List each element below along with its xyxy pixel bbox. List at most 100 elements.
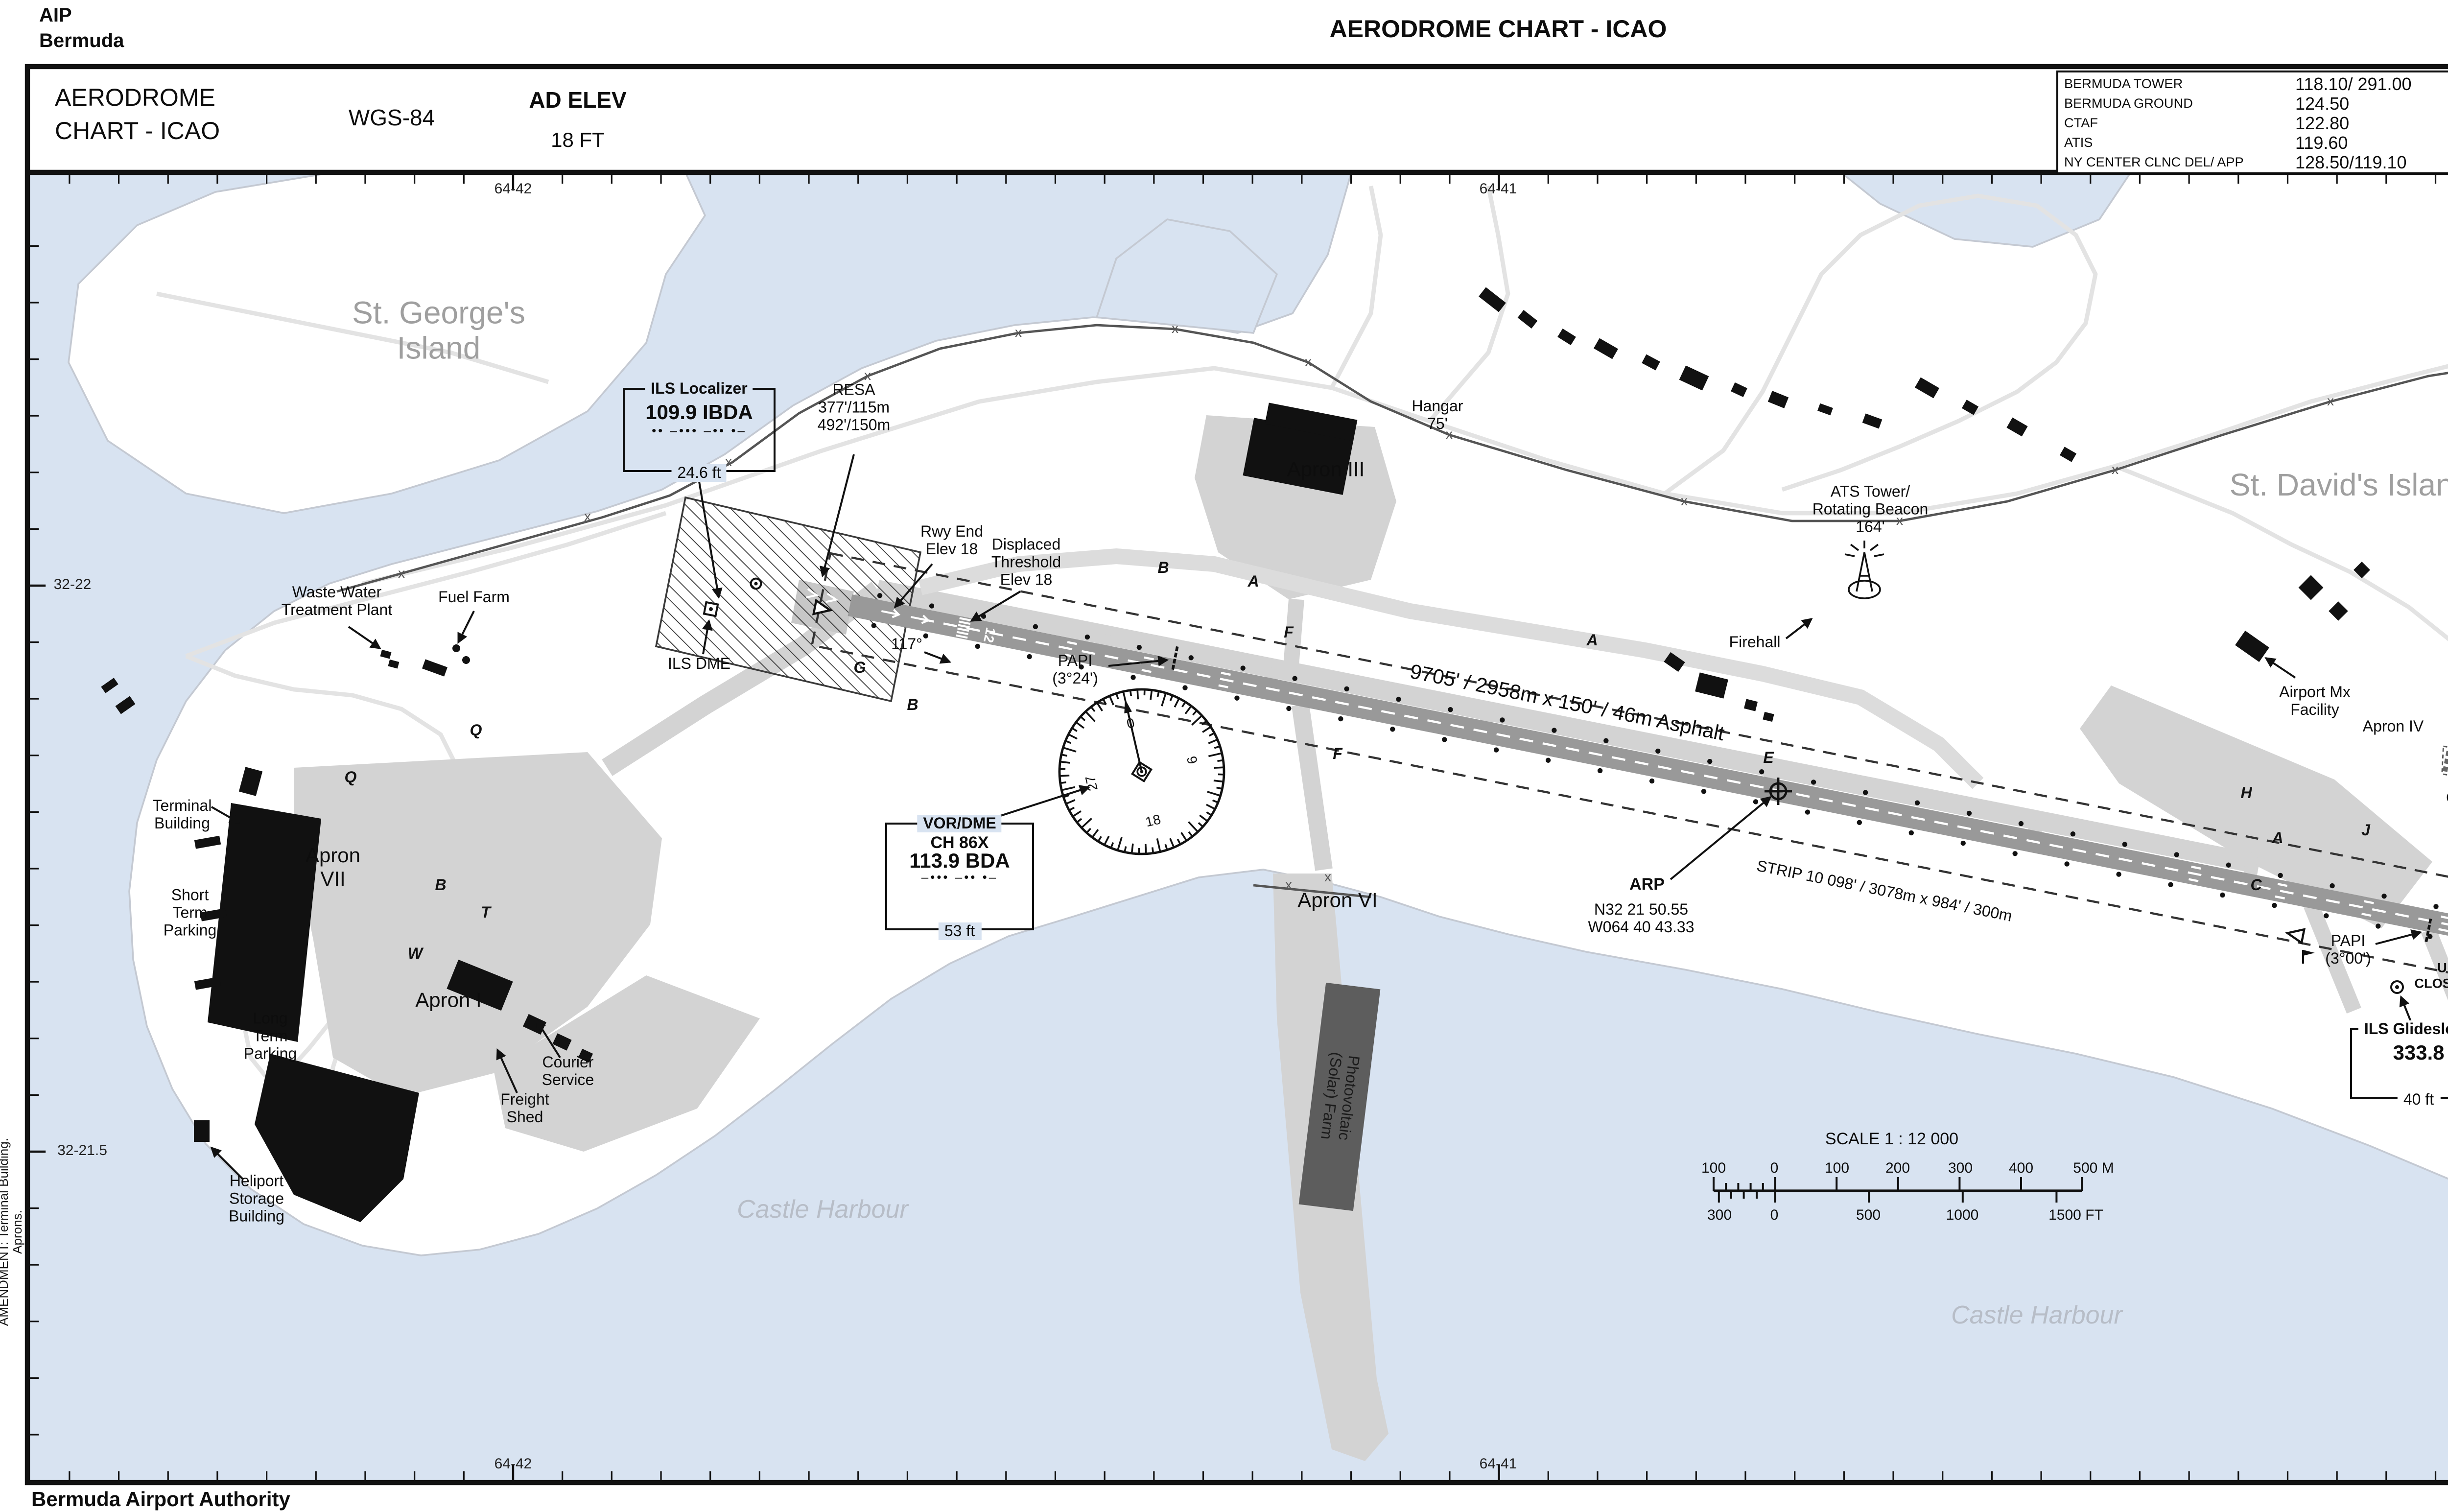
label-apron-iv: Apron IV xyxy=(2362,718,2424,736)
firehall-building xyxy=(1695,672,1728,699)
label-arp-coords: N32 21 50.55 W064 40 43.33 xyxy=(1588,901,1695,936)
aip-region: Bermuda xyxy=(39,31,124,53)
label-short-term-parking: Short Term Parking xyxy=(163,886,217,939)
label-castle-harbour-west: Castle Harbour xyxy=(737,1194,908,1224)
label-papi-east: PAPI (3°00') xyxy=(2325,932,2371,968)
graticule-ticks xyxy=(30,175,2437,1480)
svg-text:x: x xyxy=(584,509,591,524)
svg-text:x: x xyxy=(1446,426,1453,442)
taxiway-letter-C: C xyxy=(2250,876,2262,894)
svg-text:x: x xyxy=(1172,321,1178,336)
caution-zone-cluster xyxy=(2441,745,2448,779)
label-papi-west: PAPI (3°24') xyxy=(1052,652,1098,687)
fences xyxy=(336,324,2448,898)
label-airport-mx: Airport Mx Facility xyxy=(2279,684,2351,719)
svg-text:x: x xyxy=(2112,462,2118,477)
label-arp-title: ARP xyxy=(1629,874,1665,894)
scale-ft-0: 0 xyxy=(1770,1206,1779,1224)
coord-32-22-left: 32-22 xyxy=(53,575,92,593)
svg-text:27: 27 xyxy=(1083,774,1101,792)
apron-vii-pavement xyxy=(294,752,662,1097)
svg-text:x: x xyxy=(1896,513,1903,528)
page-title: AERODROME CHART - ICAO xyxy=(1329,16,1667,43)
label-freight-shed: Freight Shed xyxy=(500,1091,549,1126)
fence-x-marks: xxxxxxxxxxxxxxxxxx xyxy=(398,321,2334,892)
cargo-building xyxy=(255,1054,419,1222)
svg-text:x: x xyxy=(1285,877,1292,892)
label-caution-zone: CAUTION Zone xyxy=(2446,789,2448,827)
taxiway-letter-J: J xyxy=(2361,822,2370,839)
scale-m-100: 100 xyxy=(1824,1159,1850,1177)
taxiway-letter-B: B xyxy=(907,696,918,714)
runway-edge-lights xyxy=(871,593,2439,939)
label-courier-service: Courier Service xyxy=(541,1054,594,1089)
label-waste-water: Waste Water Treatment Plant xyxy=(281,584,393,619)
coord-64-42-bottom: 64-42 xyxy=(494,1455,532,1473)
label-u-closed: U CLOSED xyxy=(2414,962,2448,991)
ils-glideslope-box: ILS Glideslope333.840 ft xyxy=(2350,1019,2448,1108)
coord-64-41-bottom: 64-41 xyxy=(1479,1455,1517,1473)
land-masses xyxy=(68,174,2448,1256)
scale-bar xyxy=(1713,1177,2083,1203)
datum-label: WGS-84 xyxy=(348,108,435,131)
label-apron-iii: Apron III xyxy=(1287,458,1365,482)
label-displaced-threshold: Displaced Threshold Elev 18 xyxy=(991,536,1061,589)
ils-localizer-symbol xyxy=(750,577,762,590)
taxiway-letter-E: E xyxy=(1763,749,1774,767)
taxiway-letter-Q: Q xyxy=(470,722,482,739)
label-long-term-parking: Long Term Parking xyxy=(243,1010,297,1063)
resa-areas xyxy=(655,496,922,703)
buildings xyxy=(101,287,2370,1222)
svg-text:x: x xyxy=(864,368,871,383)
label-hangar: Hangar 75' xyxy=(1412,398,1463,433)
scale-ft-1500: 1500 FT xyxy=(2048,1206,2103,1224)
label-apron-i: Apron I xyxy=(415,989,482,1013)
airport-mx-building xyxy=(2235,631,2269,662)
solar-farm xyxy=(1298,982,1381,1211)
scale-m-0: 0 xyxy=(1770,1159,1779,1177)
label-apron-vii: Apron VII xyxy=(305,845,361,891)
aip-label: AIP xyxy=(39,6,72,27)
fuel-tanks xyxy=(452,644,470,664)
label-st-georges-island: St. George's Island xyxy=(352,298,525,366)
svg-text:9: 9 xyxy=(1184,755,1200,765)
apron-i-pavement xyxy=(494,975,760,1152)
chart-borders xyxy=(24,64,2448,1486)
footer-authority: Bermuda Airport Authority xyxy=(31,1488,290,1512)
label-117-deg: 117° xyxy=(891,636,922,654)
ad-elev-value: 18 FT xyxy=(551,129,605,153)
apron-iv-pavement xyxy=(2080,685,2432,928)
taxiway-letter-T: T xyxy=(481,904,491,921)
scale-ft-500: 500 xyxy=(1856,1206,1881,1224)
label-rwy-end-elev: Rwy End Elev 18 xyxy=(920,523,984,558)
svg-text:x: x xyxy=(398,566,405,581)
runway-strip-boundary xyxy=(810,552,2448,974)
taxiway-letter-B: B xyxy=(1157,559,1169,577)
svg-text:12: 12 xyxy=(981,626,999,644)
taxiway-letter-Q: Q xyxy=(344,769,357,786)
glideslope-symbol xyxy=(2390,980,2404,994)
svg-text:x: x xyxy=(725,454,732,469)
papi-west-lights xyxy=(1171,646,1179,670)
taxiway-letter-W: W xyxy=(407,945,423,963)
scale-m-300: 300 xyxy=(1948,1159,1973,1177)
coord-64-42-top: 64-42 xyxy=(494,180,532,198)
bays xyxy=(1095,174,2130,334)
scale-m-100L: 100 xyxy=(1701,1159,1726,1177)
heliport-storage-bldg xyxy=(194,1120,210,1142)
leader-arrows xyxy=(210,454,2423,1180)
holding-triangle-west xyxy=(812,598,833,615)
amendment-note: AMENDMENT: Terminal Building. Aprons. xyxy=(0,1138,25,1326)
scale-m-500: 500 M xyxy=(2073,1159,2114,1177)
st-georges-island xyxy=(68,174,706,514)
taxiway-letter-A: A xyxy=(2272,829,2283,847)
svg-text:x: x xyxy=(1305,354,1312,369)
vor-compass-rose: 091827 xyxy=(1058,688,1225,855)
label-ils-dme: ILS DME xyxy=(667,655,731,673)
